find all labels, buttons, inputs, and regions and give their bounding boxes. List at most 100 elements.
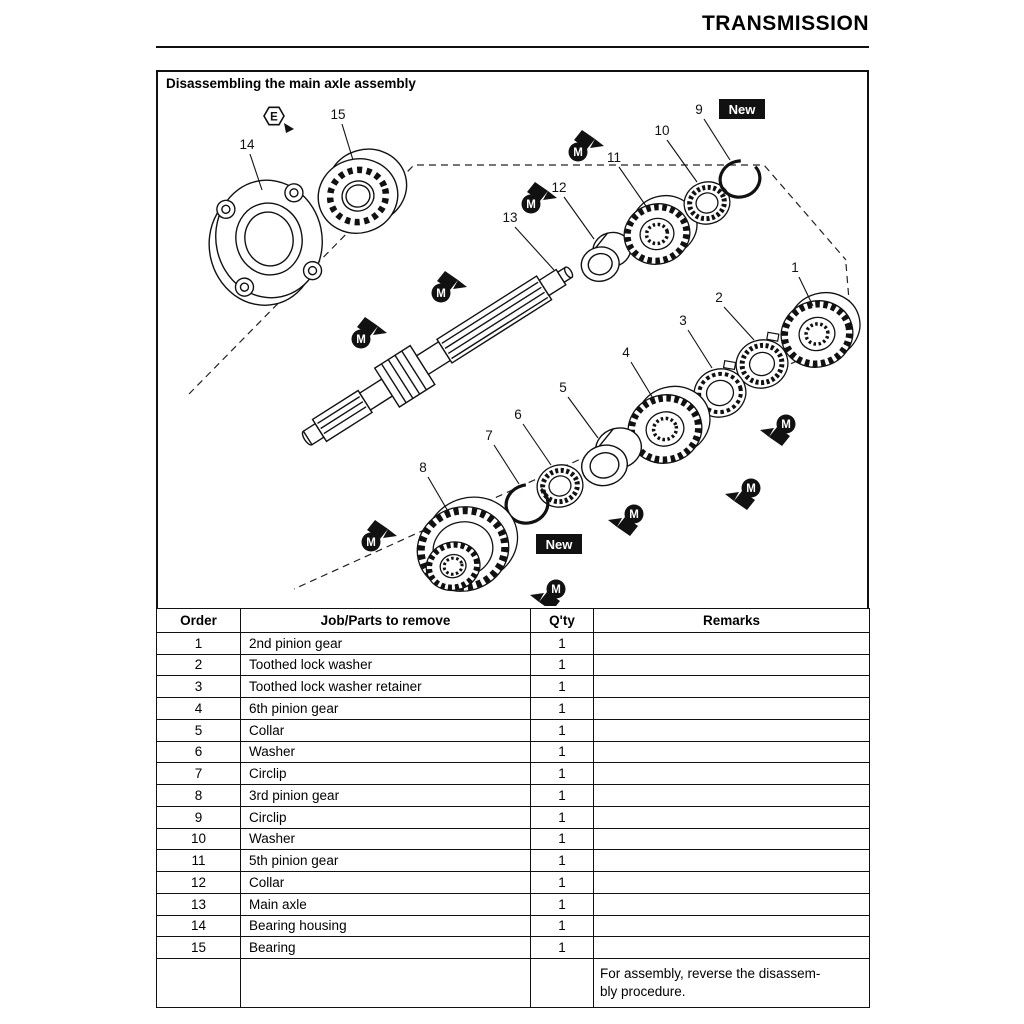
parts-table: Order Job/Parts to remove Q'ty Remarks 1…	[156, 608, 870, 1008]
callout-numbers: 1 2 3 4 5 6 7 8 9 10 11 12 13 14 15	[239, 102, 798, 475]
part-circlip-9	[718, 159, 762, 199]
cell-qty: 1	[530, 849, 594, 873]
new-badge-top: New	[719, 99, 765, 119]
header-remarks: Remarks	[593, 608, 870, 633]
callout-9: 9	[695, 102, 703, 117]
moly-grease-marker	[760, 414, 796, 446]
table-row: 10 Washer 1	[156, 827, 870, 851]
table-header: Order Job/Parts to remove Q'ty Remarks	[156, 608, 870, 633]
table-row: 6 Washer 1	[156, 740, 870, 764]
cell-order: 2	[156, 653, 241, 677]
cell-job: Bearing housing	[240, 914, 531, 938]
cell-remarks	[593, 675, 870, 699]
cell-job	[240, 958, 531, 1008]
callout-3: 3	[679, 313, 687, 328]
table-row: 9 Circlip 1	[156, 805, 870, 829]
part-main-axle	[301, 266, 574, 446]
part-6th-pinion-gear	[627, 385, 711, 464]
svg-text:New: New	[729, 102, 757, 117]
cell-qty: 1	[530, 805, 594, 829]
cell-remarks	[593, 827, 870, 851]
cell-order: 12	[156, 871, 241, 894]
table-row: 2 Toothed lock washer 1	[156, 653, 870, 677]
cell-job: 6th pinion gear	[240, 697, 531, 720]
callout-10: 10	[654, 123, 669, 138]
callout-1: 1	[791, 260, 799, 275]
cell-qty: 1	[530, 697, 594, 720]
callout-leaders	[249, 118, 814, 514]
part-collar-5	[580, 427, 643, 487]
part-2nd-pinion-gear	[780, 292, 861, 368]
header-rule	[156, 46, 869, 48]
part-3rd-pinion-gear	[416, 496, 519, 592]
callout-5: 5	[559, 380, 567, 395]
cell-order: 8	[156, 784, 241, 807]
exploded-diagram: M M	[188, 99, 861, 606]
part-bearing-housing	[208, 179, 323, 306]
cell-qty: 1	[530, 740, 594, 764]
cell-order: 1	[156, 631, 241, 655]
header-job: Job/Parts to remove	[240, 608, 531, 633]
cell-qty: 1	[530, 631, 594, 655]
callout-13: 13	[502, 210, 517, 225]
cell-job: Collar	[240, 718, 531, 742]
cell-remarks	[593, 718, 870, 742]
cell-remarks	[593, 892, 870, 916]
cell-job: Main axle	[240, 892, 531, 916]
cell-job: 5th pinion gear	[240, 849, 531, 873]
cell-job: Washer	[240, 740, 531, 764]
moly-grease-marker	[431, 271, 467, 303]
cell-remarks	[593, 697, 870, 720]
cell-remarks	[593, 653, 870, 677]
callout-11: 11	[607, 150, 621, 165]
cell-order: 11	[156, 849, 241, 873]
callout-8: 8	[419, 460, 427, 475]
cell-remarks	[593, 631, 870, 655]
cell-remarks	[593, 762, 870, 786]
cell-qty: 1	[530, 914, 594, 938]
callout-7: 7	[485, 428, 493, 443]
cell-remarks	[593, 784, 870, 807]
figure-caption: Disassembling the main axle assembly	[166, 76, 416, 91]
cell-remarks	[593, 805, 870, 829]
moly-grease-marker	[351, 317, 387, 349]
engine-oil-marker: E	[263, 106, 294, 133]
part-5th-pinion-gear	[623, 195, 698, 265]
moly-grease-marker	[608, 504, 644, 536]
cell-order: 4	[156, 697, 241, 720]
cell-remarks	[593, 936, 870, 960]
cell-qty: 1	[530, 871, 594, 894]
header-qty: Q'ty	[530, 608, 594, 633]
table-row: 13 Main axle 1	[156, 892, 870, 916]
cell-order	[156, 958, 241, 1008]
moly-grease-marker	[361, 520, 397, 552]
svg-text:E: E	[270, 112, 278, 124]
cell-order: 3	[156, 675, 241, 699]
callout-12: 12	[551, 180, 566, 195]
cell-order: 5	[156, 718, 241, 742]
part-circlip-7	[504, 483, 550, 525]
part-washer-10	[683, 181, 731, 225]
cell-order: 6	[156, 740, 241, 764]
assembly-note-line2: bly procedure.	[600, 984, 686, 1000]
cell-qty: 1	[530, 784, 594, 807]
cell-remarks: For assembly, reverse the disassem- bly …	[593, 958, 870, 1008]
svg-text:New: New	[546, 537, 574, 552]
cell-qty: 1	[530, 827, 594, 851]
table-row: 7 Circlip 1	[156, 762, 870, 786]
cell-job: Toothed lock washer	[240, 653, 531, 677]
cell-remarks	[593, 914, 870, 938]
callout-15: 15	[330, 107, 345, 122]
cell-job: Toothed lock washer retainer	[240, 675, 531, 699]
cell-order: 10	[156, 827, 241, 851]
cell-qty: 1	[530, 892, 594, 916]
cell-job: 2nd pinion gear	[240, 631, 531, 655]
callout-6: 6	[514, 407, 522, 422]
cell-qty	[530, 958, 594, 1008]
callout-2: 2	[715, 290, 723, 305]
page-title: TRANSMISSION	[701, 12, 869, 35]
table-row: 14 Bearing housing 1	[156, 914, 870, 938]
cell-qty: 1	[530, 718, 594, 742]
table-row: 15 Bearing 1	[156, 936, 870, 960]
